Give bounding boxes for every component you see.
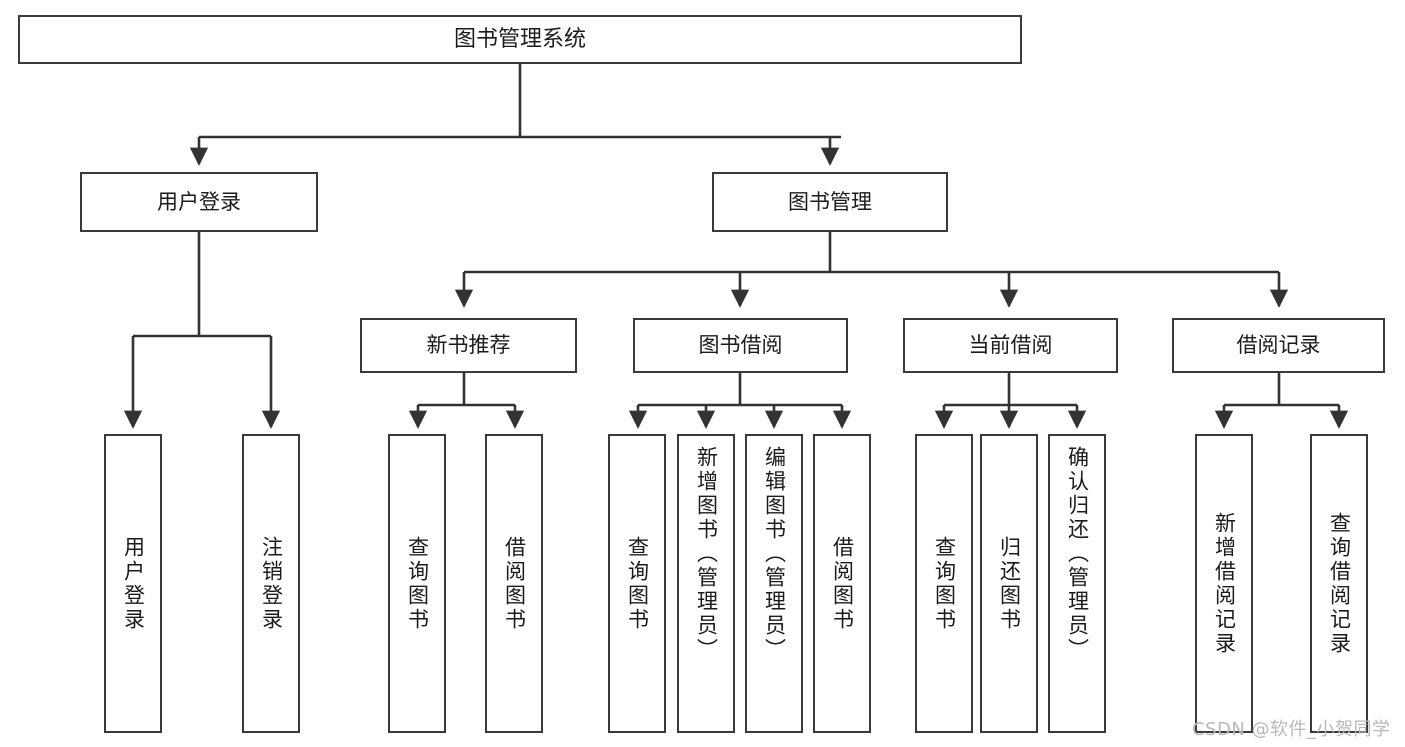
leaf-bb-query-book[interactable]: 查询图书 — [608, 434, 666, 733]
leaf-nb-query-book[interactable]: 查询图书 — [388, 434, 446, 733]
node-book-borrow-label: 图书借阅 — [698, 333, 783, 358]
leaf-bb-borrow-book[interactable]: 借阅图书 — [813, 434, 871, 733]
leaf-cb-query-book[interactable]: 查询图书 — [915, 434, 973, 733]
node-new-book-recommend-label: 新书推荐 — [426, 333, 511, 358]
node-user-login-label: 用户登录 — [157, 189, 241, 214]
leaf-br-query-record[interactable]: 查询借阅记录 — [1310, 434, 1368, 733]
node-borrow-records-label: 借阅记录 — [1236, 333, 1321, 358]
leaf-cb-query-book-label: 查询图书 — [932, 535, 957, 632]
node-user-login[interactable]: 用户登录 — [80, 172, 318, 232]
node-book-management-label: 图书管理 — [788, 189, 872, 214]
leaf-nb-borrow-book[interactable]: 借阅图书 — [485, 434, 543, 733]
leaf-bb-query-book-label: 查询图书 — [625, 535, 650, 632]
node-book-management[interactable]: 图书管理 — [712, 172, 948, 232]
leaf-nb-query-book-label: 查询图书 — [405, 535, 430, 632]
node-root[interactable]: 图书管理系统 — [18, 15, 1022, 64]
leaf-logout-label: 注销登录 — [259, 535, 284, 632]
leaf-cb-confirm-return-admin[interactable]: 确认归还（管理员） — [1048, 434, 1106, 733]
leaf-cb-return-book[interactable]: 归还图书 — [980, 434, 1038, 733]
leaf-bb-edit-book-admin-label: 编辑图书（管理员） — [762, 446, 787, 662]
leaf-br-add-record[interactable]: 新增借阅记录 — [1195, 434, 1253, 733]
node-book-borrow[interactable]: 图书借阅 — [633, 318, 848, 373]
node-new-book-recommend[interactable]: 新书推荐 — [360, 318, 577, 373]
leaf-logout[interactable]: 注销登录 — [242, 434, 300, 733]
node-current-borrow-label: 当前借阅 — [968, 333, 1053, 358]
leaf-nb-borrow-book-label: 借阅图书 — [502, 535, 527, 632]
leaf-user-login[interactable]: 用户登录 — [104, 434, 162, 733]
leaf-user-login-label: 用户登录 — [121, 535, 146, 632]
leaf-br-query-record-label: 查询借阅记录 — [1327, 511, 1352, 656]
leaf-bb-add-book-admin-label: 新增图书（管理员） — [694, 446, 719, 662]
leaf-bb-borrow-book-label: 借阅图书 — [830, 535, 855, 632]
leaf-cb-return-book-label: 归还图书 — [997, 535, 1022, 632]
leaf-bb-add-book-admin[interactable]: 新增图书（管理员） — [677, 434, 735, 733]
leaf-br-add-record-label: 新增借阅记录 — [1212, 511, 1237, 656]
node-root-label: 图书管理系统 — [453, 26, 586, 52]
csdn-watermark: CSDN @软件_小贺同学 — [1192, 719, 1391, 740]
leaf-cb-confirm-return-admin-label: 确认归还（管理员） — [1065, 446, 1090, 662]
node-borrow-records[interactable]: 借阅记录 — [1172, 318, 1385, 373]
leaf-bb-edit-book-admin[interactable]: 编辑图书（管理员） — [745, 434, 803, 733]
node-current-borrow[interactable]: 当前借阅 — [903, 318, 1118, 373]
